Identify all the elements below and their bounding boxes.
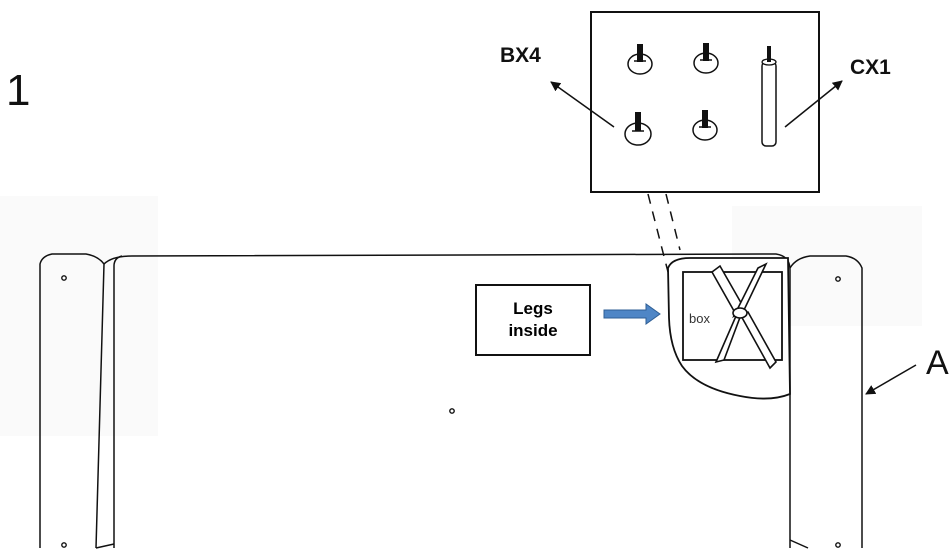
dashed-leader: [665, 193, 681, 251]
inset-frame: [590, 11, 820, 193]
panel-a-label: A: [926, 344, 949, 382]
legs-inside-callout: Legs inside: [475, 284, 591, 356]
leveling-foot-icon: [627, 44, 653, 75]
box-label: box: [689, 311, 710, 326]
cx-part-label: CX1: [850, 56, 891, 79]
leveling-foot-icon: [692, 110, 718, 141]
step-number: 1: [6, 66, 31, 115]
leveling-foot-icon: [624, 112, 652, 146]
bx-part-label: BX4: [500, 44, 541, 67]
background-plate-left: [0, 196, 158, 436]
tie-strap-icon: [710, 262, 777, 370]
screw-hole: [835, 276, 841, 282]
blue-pointer-arrow: [603, 303, 661, 325]
screw-hole: [835, 542, 841, 548]
center-leg-icon: [761, 46, 777, 147]
screw-hole: [449, 408, 455, 414]
panel-a-pointer-arrow: [865, 364, 917, 395]
leveling-foot-icon: [693, 43, 719, 74]
callout-line-1: Legs: [513, 299, 553, 318]
cx-pointer-arrow: [784, 80, 843, 128]
callout-line-2: inside: [508, 321, 558, 340]
bx-pointer-arrow: [550, 81, 615, 128]
dashed-leader: [647, 193, 669, 273]
screw-hole: [61, 275, 67, 281]
screw-hole: [61, 542, 67, 548]
